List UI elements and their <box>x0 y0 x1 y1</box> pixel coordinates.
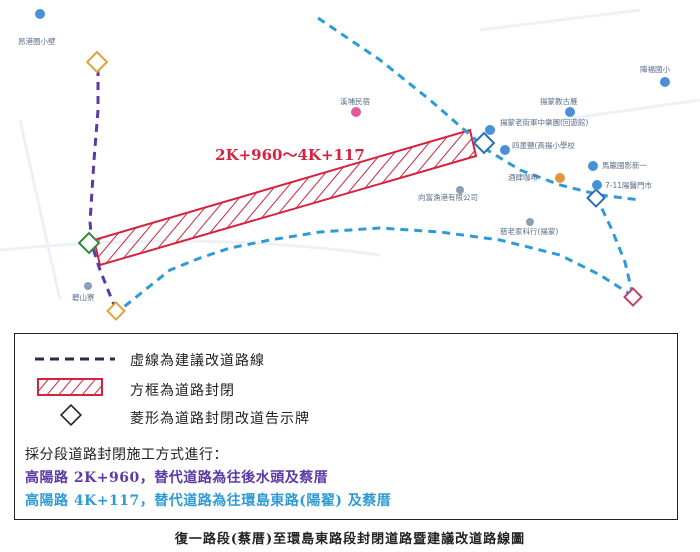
closure-sign-diamond-orange-south <box>106 301 126 321</box>
legend-item-dashed: 虛線為建議改道路線 <box>15 346 679 372</box>
legend-item-diamond: 菱形為道路封閉改道告示牌 <box>15 402 679 428</box>
closure-sign-diamond-blue-north <box>472 131 496 155</box>
poi-label: 7-11陽醫門市 <box>605 180 653 190</box>
legend-box: 虛線為建議改道路線 方框為道路封閉 菱形為道路封閉改道告示牌 採分段道路封閉施工… <box>14 333 678 520</box>
pin-icon <box>456 186 464 194</box>
closure-sign-diamond-orange <box>85 50 109 74</box>
route-map: 2K+960～4K+117 昂港圈小壁 溪埔民宿 揚蒙老街軍中樂園(回遊館) 揚… <box>0 8 700 321</box>
poi-label: 溪埔民宿 <box>340 96 370 106</box>
hatched-box-icon <box>37 378 103 396</box>
segment-label: 2K+960～4K+117 <box>215 146 365 164</box>
notes-line-purple: 高陽路 2K+960，替代道路為往後水頭及蔡厝 <box>25 470 329 486</box>
poi-label: 昂港圈小壁 <box>18 36 56 46</box>
pin-icon <box>588 161 598 171</box>
pin-icon <box>555 173 565 183</box>
pin-icon <box>660 77 670 87</box>
blue-detour-route <box>116 16 641 314</box>
poi-label: 碧山寮 <box>72 292 95 302</box>
poi-label: 四墨鹽(高揚小學校 <box>512 140 575 150</box>
dashed-line-icon <box>35 357 115 361</box>
pin-icon <box>485 125 495 135</box>
diamond-icon <box>60 404 82 426</box>
legend-label-diamond: 菱形為道路封閉改道告示牌 <box>130 411 310 427</box>
pin-icon <box>526 218 534 226</box>
closure-sign-diamond-blue-east <box>586 188 606 208</box>
legend-item-hatched: 方框為道路封閉 <box>15 374 679 400</box>
poi-label: 揚蒙教古雁 <box>540 96 578 106</box>
legend-label-hatched: 方框為道路封閉 <box>130 383 235 399</box>
pin-icon <box>592 180 602 190</box>
legend-label-dashed: 虛線為建議改道路線 <box>130 353 265 369</box>
pin-icon <box>84 282 92 290</box>
road-closure-box <box>92 128 478 267</box>
poi-label: 馬籠國影新一 <box>602 160 647 170</box>
map-caption: 復一路段(蔡厝)至環島東路段封閉道路暨建議改道路線圖 <box>174 532 526 547</box>
poi-label: 酒肆咖啡 <box>508 172 538 182</box>
poi-label: 陣福國小 <box>640 64 670 74</box>
purple-detour-route <box>88 68 119 313</box>
pin-icon <box>35 9 45 19</box>
pin-icon <box>351 107 361 117</box>
notes-heading: 採分段道路封閉施工方式進行： <box>25 447 228 463</box>
closure-sign-diamond-pink <box>623 287 643 307</box>
poi-label: 慈老家科行(揚蒙) <box>500 226 558 236</box>
pin-icon <box>500 145 510 155</box>
notes-line-blue: 高陽路 4K+117，替代道路為往環島東路(陽翟) 及蔡厝 <box>25 493 392 509</box>
pin-icon <box>565 107 575 117</box>
closure-sign-diamond-green <box>77 231 101 255</box>
poi-label: 揚蒙老街軍中樂園(回遊館) <box>500 117 588 127</box>
poi-label: 向富漁港有限公司 <box>418 192 478 202</box>
poi-markers: 昂港圈小壁 溪埔民宿 揚蒙老街軍中樂園(回遊館) 揚蒙教古雁 四墨鹽(高揚小學校… <box>18 9 670 302</box>
